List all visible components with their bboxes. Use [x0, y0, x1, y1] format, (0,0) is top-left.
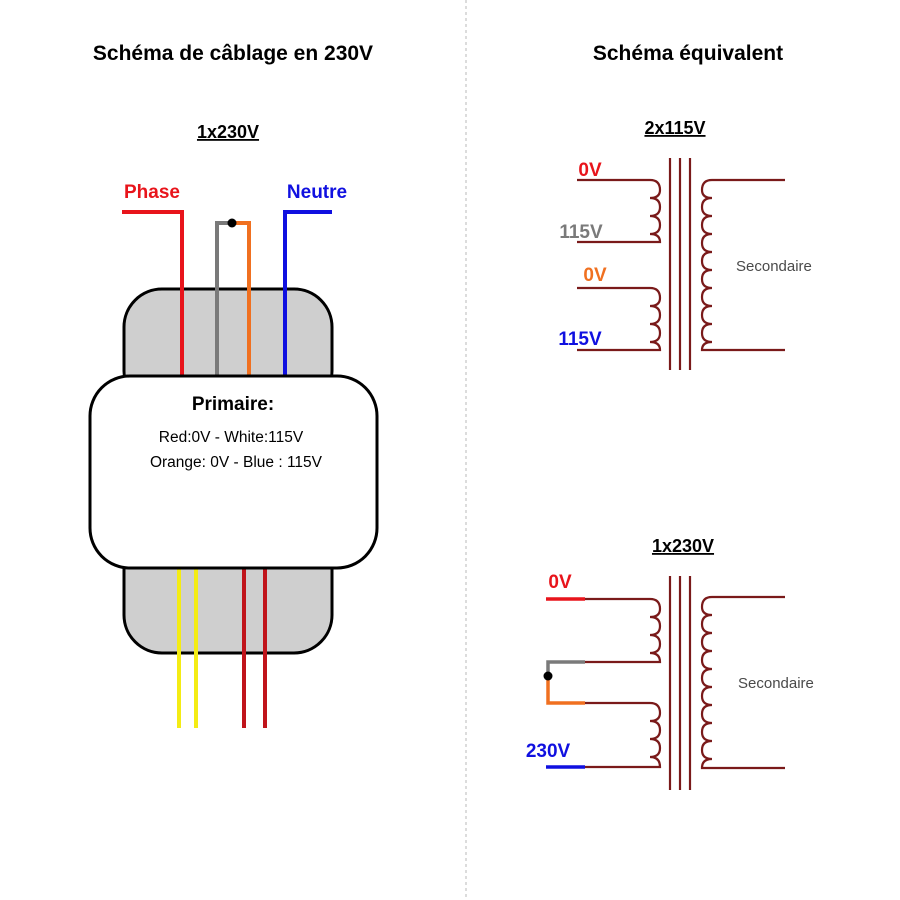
bottom-subtitle: 1x230V	[652, 536, 714, 556]
junction-dot	[227, 218, 237, 228]
top-label-0v-orange: 0V	[583, 265, 607, 286]
top-secondary-coil	[700, 178, 785, 352]
secondary-wires	[177, 568, 267, 728]
top-label-115v-blue: 115V	[558, 329, 602, 350]
phase-label: Phase	[124, 182, 180, 203]
bottom-secondary-label: Secondaire	[738, 675, 814, 692]
primary-line-2: Orange: 0V - Blue : 115V	[150, 454, 323, 471]
wire-red-phase	[122, 210, 184, 378]
top-label-115v-grey: 115V	[559, 222, 603, 243]
left-title: Schéma de câblage en 230V	[93, 42, 373, 65]
top-primary-coil-2	[577, 286, 662, 352]
primary-wires	[122, 210, 332, 378]
bottom-secondary-coil	[700, 595, 785, 770]
wire-orange	[232, 221, 251, 378]
bottom-lead-grey	[546, 660, 585, 676]
bottom-junction-dot	[543, 671, 553, 681]
neutre-label: Neutre	[287, 182, 347, 203]
top-schematic	[577, 158, 785, 370]
top-label-0v-red: 0V	[578, 160, 602, 181]
left-subtitle: 1x230V	[197, 122, 259, 142]
bottom-lead-orange	[546, 676, 585, 705]
top-primary-coil-1	[577, 178, 662, 244]
wire-grey	[215, 221, 232, 378]
bottom-label-0v: 0V	[548, 572, 572, 593]
primary-title: Primaire:	[192, 394, 274, 415]
top-secondary-label: Secondaire	[736, 258, 812, 275]
bottom-schematic	[543, 576, 785, 790]
right-title: Schéma équivalent	[593, 42, 783, 65]
primary-box	[88, 374, 379, 570]
wire-blue-neutre	[283, 210, 332, 378]
bottom-label-230v: 230V	[526, 741, 571, 762]
primary-line-1: Red:0V - White:115V	[159, 429, 304, 446]
bottom-primary-coil-2	[585, 701, 662, 769]
top-subtitle: 2x115V	[644, 118, 705, 138]
bottom-primary-coil-1	[585, 597, 662, 664]
